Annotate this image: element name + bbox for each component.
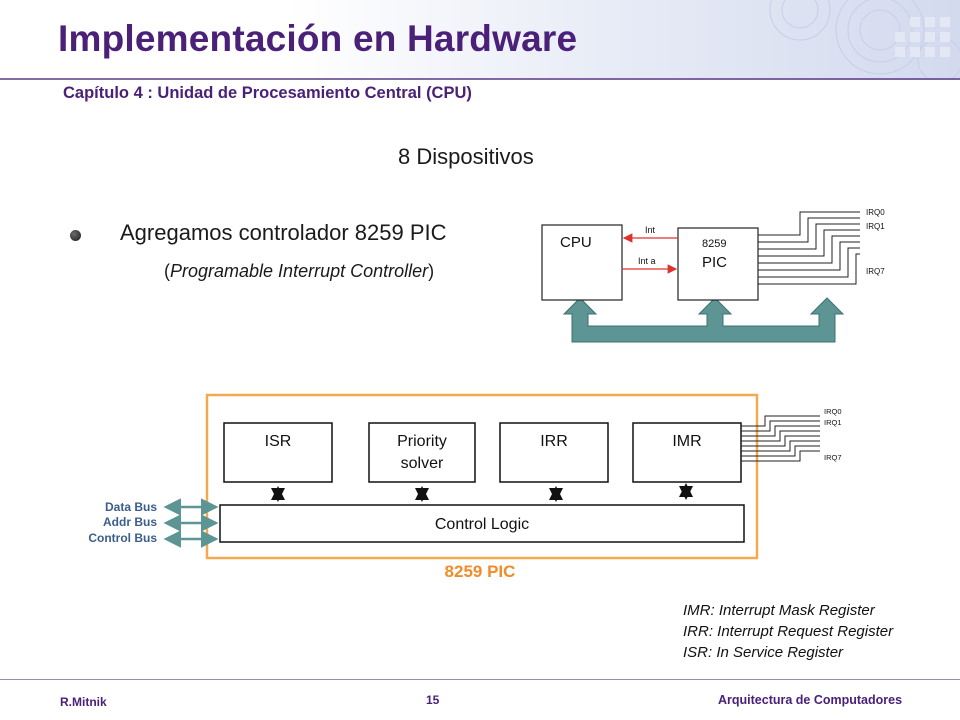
irq-lines xyxy=(758,211,860,285)
footer-course: Arquitectura de Computadores xyxy=(718,693,903,707)
inta-label: Int a xyxy=(638,256,656,266)
control-logic-block xyxy=(219,504,745,543)
cpu-label: CPU xyxy=(560,234,592,251)
priority-label-1: Priority xyxy=(397,433,447,450)
bullet-text: Agregamos controlador 8259 PIC xyxy=(120,220,447,245)
pic-label-bottom: PIC xyxy=(702,254,727,271)
bullet-subtext: (Programable Interrupt Controller) xyxy=(164,261,435,281)
imr-label: IMR xyxy=(672,433,701,450)
bullet-subtext-italic: Programable Interrupt Controller xyxy=(170,261,429,281)
data-bus-label: Data Bus xyxy=(105,500,157,514)
page-number: 15 xyxy=(426,693,440,707)
control-logic-label: Control Logic xyxy=(435,516,529,533)
control-bus-label: Control Bus xyxy=(88,531,157,545)
addr-bus-label: Addr Bus xyxy=(103,515,157,529)
irr-block xyxy=(499,422,609,483)
irq1-label: IRQ1 xyxy=(866,222,885,231)
header-decoration xyxy=(0,0,960,80)
pic-irq1-label: IRQ1 xyxy=(824,418,842,427)
system-bus xyxy=(562,297,845,343)
pic-label-top: 8259 xyxy=(702,238,726,250)
irq7-label: IRQ7 xyxy=(866,267,885,276)
section-heading: 8 Dispositivos xyxy=(398,144,534,169)
cpu-pic-diagram: CPU 8259 PIC Int Int a IRQ0 IRQ1 IRQ7 xyxy=(541,208,885,343)
isr-label: ISR xyxy=(265,433,292,450)
priority-block xyxy=(368,422,476,483)
cpu-box xyxy=(541,224,623,301)
irq0-label: IRQ0 xyxy=(866,208,885,217)
imr-block xyxy=(632,422,742,483)
slide-subtitle: Capítulo 4 : Unidad de Procesamiento Cen… xyxy=(63,84,472,102)
legend-isr: ISR: In Service Register xyxy=(683,644,844,661)
chip-label: 8259 PIC xyxy=(445,562,516,581)
pic-irq7-label: IRQ7 xyxy=(824,453,842,462)
pic-irq0-label: IRQ0 xyxy=(824,407,842,416)
priority-label-2: solver xyxy=(401,455,444,472)
slide-title: Implementación en Hardware xyxy=(58,18,578,59)
pic-internal-diagram: ISR Priority solver IRR IMR Control Logi… xyxy=(88,393,842,581)
pic-box xyxy=(677,227,759,301)
legend-irr: IRR: Interrupt Request Register xyxy=(683,623,894,640)
footer-author: R.Mitnik xyxy=(60,695,107,709)
pic-irq-lines xyxy=(741,415,820,462)
irr-label: IRR xyxy=(540,433,568,450)
int-label: Int xyxy=(645,225,656,235)
legend-imr: IMR: Interrupt Mask Register xyxy=(683,602,875,619)
isr-block xyxy=(223,422,333,483)
footer-divider xyxy=(0,679,960,680)
header-background xyxy=(0,0,960,80)
register-legend: IMR: Interrupt Mask Register IRR: Interr… xyxy=(683,600,893,663)
pic-outline xyxy=(205,393,759,560)
bullet-icon xyxy=(70,230,81,241)
